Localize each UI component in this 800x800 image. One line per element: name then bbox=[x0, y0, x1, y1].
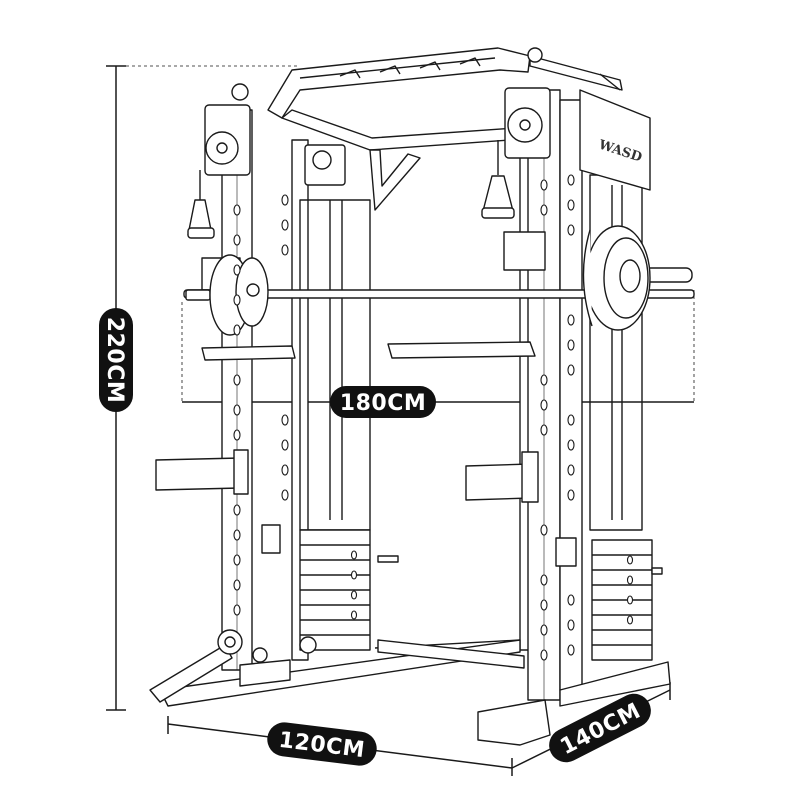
top-diagonal-brace bbox=[369, 149, 421, 211]
left-peg bbox=[377, 555, 399, 563]
front-width-label: 120CM bbox=[267, 722, 377, 766]
right-j-hook bbox=[503, 231, 546, 271]
left-weight-plates bbox=[209, 254, 269, 336]
left-cable-tower bbox=[299, 199, 371, 531]
height-label-text: 220CM bbox=[102, 317, 127, 403]
top-crossbar bbox=[281, 109, 516, 151]
right-d-handle bbox=[481, 140, 515, 219]
height-label: 220CM bbox=[99, 308, 133, 412]
floor-crossbar bbox=[377, 639, 525, 669]
left-d-handle bbox=[187, 170, 215, 239]
rack-frame bbox=[149, 47, 695, 746]
right-safety-arm bbox=[387, 341, 536, 359]
right-carriage bbox=[555, 537, 577, 567]
right-weight-plates bbox=[582, 225, 651, 331]
right-weight-stack bbox=[591, 539, 653, 661]
bar-width-label-text: 180CM bbox=[340, 391, 426, 416]
mid-pulley bbox=[304, 144, 346, 186]
left-top-pulley bbox=[204, 83, 251, 176]
side-base-rail bbox=[559, 661, 671, 707]
bar-width-label: 180CM bbox=[330, 386, 436, 418]
front-right-foot bbox=[477, 699, 551, 746]
right-top-pulley bbox=[504, 47, 551, 159]
right-storage-horn bbox=[465, 463, 531, 501]
top-pullup-bar bbox=[267, 47, 531, 119]
smith-barbell bbox=[183, 267, 695, 301]
left-carriage bbox=[261, 524, 281, 554]
upright-holes bbox=[233, 174, 634, 661]
right-peg bbox=[651, 567, 663, 575]
landmine-arm bbox=[149, 644, 233, 703]
brand-panel bbox=[579, 89, 651, 191]
left-storage-horn bbox=[155, 457, 241, 491]
left-safety-arm bbox=[201, 345, 296, 361]
left-weight-stack bbox=[299, 529, 371, 651]
